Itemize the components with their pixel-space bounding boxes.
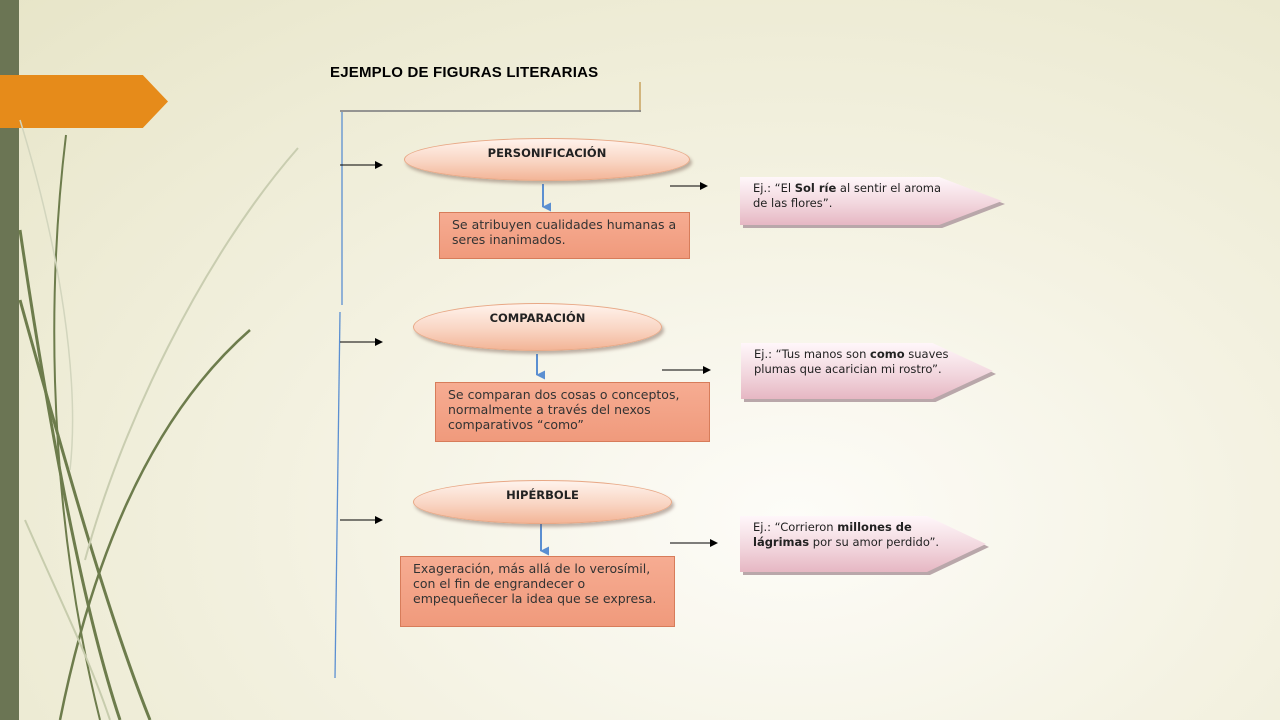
definition-text: Se comparan dos cosas o conceptos, norma… <box>448 387 680 432</box>
example-text-emphasis: millones de lágrimas <box>753 520 912 549</box>
example-text-part: Ej.: “El <box>753 181 795 195</box>
figure-name: COMPARACIÓN <box>489 311 586 325</box>
figure-node-hiperbole: HIPÉRBOLE <box>413 480 672 524</box>
example-text-part: al sentir el aroma de las flores”. <box>753 181 942 210</box>
callout-shape <box>740 177 1002 225</box>
figure-node-personificacion: PERSONIFICACIÓN <box>404 138 690 181</box>
callout-shape <box>741 343 993 399</box>
figure-name: PERSONIFICACIÓN <box>487 146 607 160</box>
figure-node-comparacion: COMPARACIÓN <box>413 303 662 351</box>
page-title: EJEMPLO DE FIGURAS LITERARIAS <box>330 64 599 81</box>
left-accent-bar <box>0 0 19 720</box>
definition-box-hiperbole: Exageración, más allá de lo verosímil, c… <box>400 556 675 627</box>
example-text-emphasis: Sol ríe <box>794 181 837 195</box>
example-text-part: por su amor perdido”. <box>809 535 940 549</box>
example-callout-hiperbole: Ej.: “Corrieron millones de lágrimas por… <box>740 516 989 575</box>
callout-shape <box>740 516 986 572</box>
definition-text: Exageración, más allá de lo verosímil, c… <box>413 561 657 606</box>
definition-box-comparacion: Se comparan dos cosas o conceptos, norma… <box>435 382 710 442</box>
decorative-grass-blades <box>18 119 299 720</box>
figure-name: HIPÉRBOLE <box>506 488 579 502</box>
orange-pentagon-tab <box>0 75 168 128</box>
definition-text: Se atribuyen cualidades humanas a seres … <box>452 217 677 247</box>
definition-box-personificacion: Se atribuyen cualidades humanas a seres … <box>439 212 690 259</box>
example-text-part: suaves plumas que acarician mi rostro”. <box>754 347 949 376</box>
example-text-part: Ej.: “Corrieron <box>753 520 838 534</box>
example-callout-personificacion: Ej.: “El Sol ríe al sentir el aroma de l… <box>740 177 1005 228</box>
example-text-emphasis: como <box>870 347 905 361</box>
example-text: Ej.: “Corrieron millones de lágrimas por… <box>753 520 942 550</box>
example-callout-comparacion: Ej.: “Tus manos son como suaves plumas q… <box>741 343 996 402</box>
example-text: Ej.: “Tus manos son como suaves plumas q… <box>754 347 949 377</box>
example-text: Ej.: “El Sol ríe al sentir el aroma de l… <box>753 181 958 211</box>
example-text-part: Ej.: “Tus manos son <box>754 347 871 361</box>
